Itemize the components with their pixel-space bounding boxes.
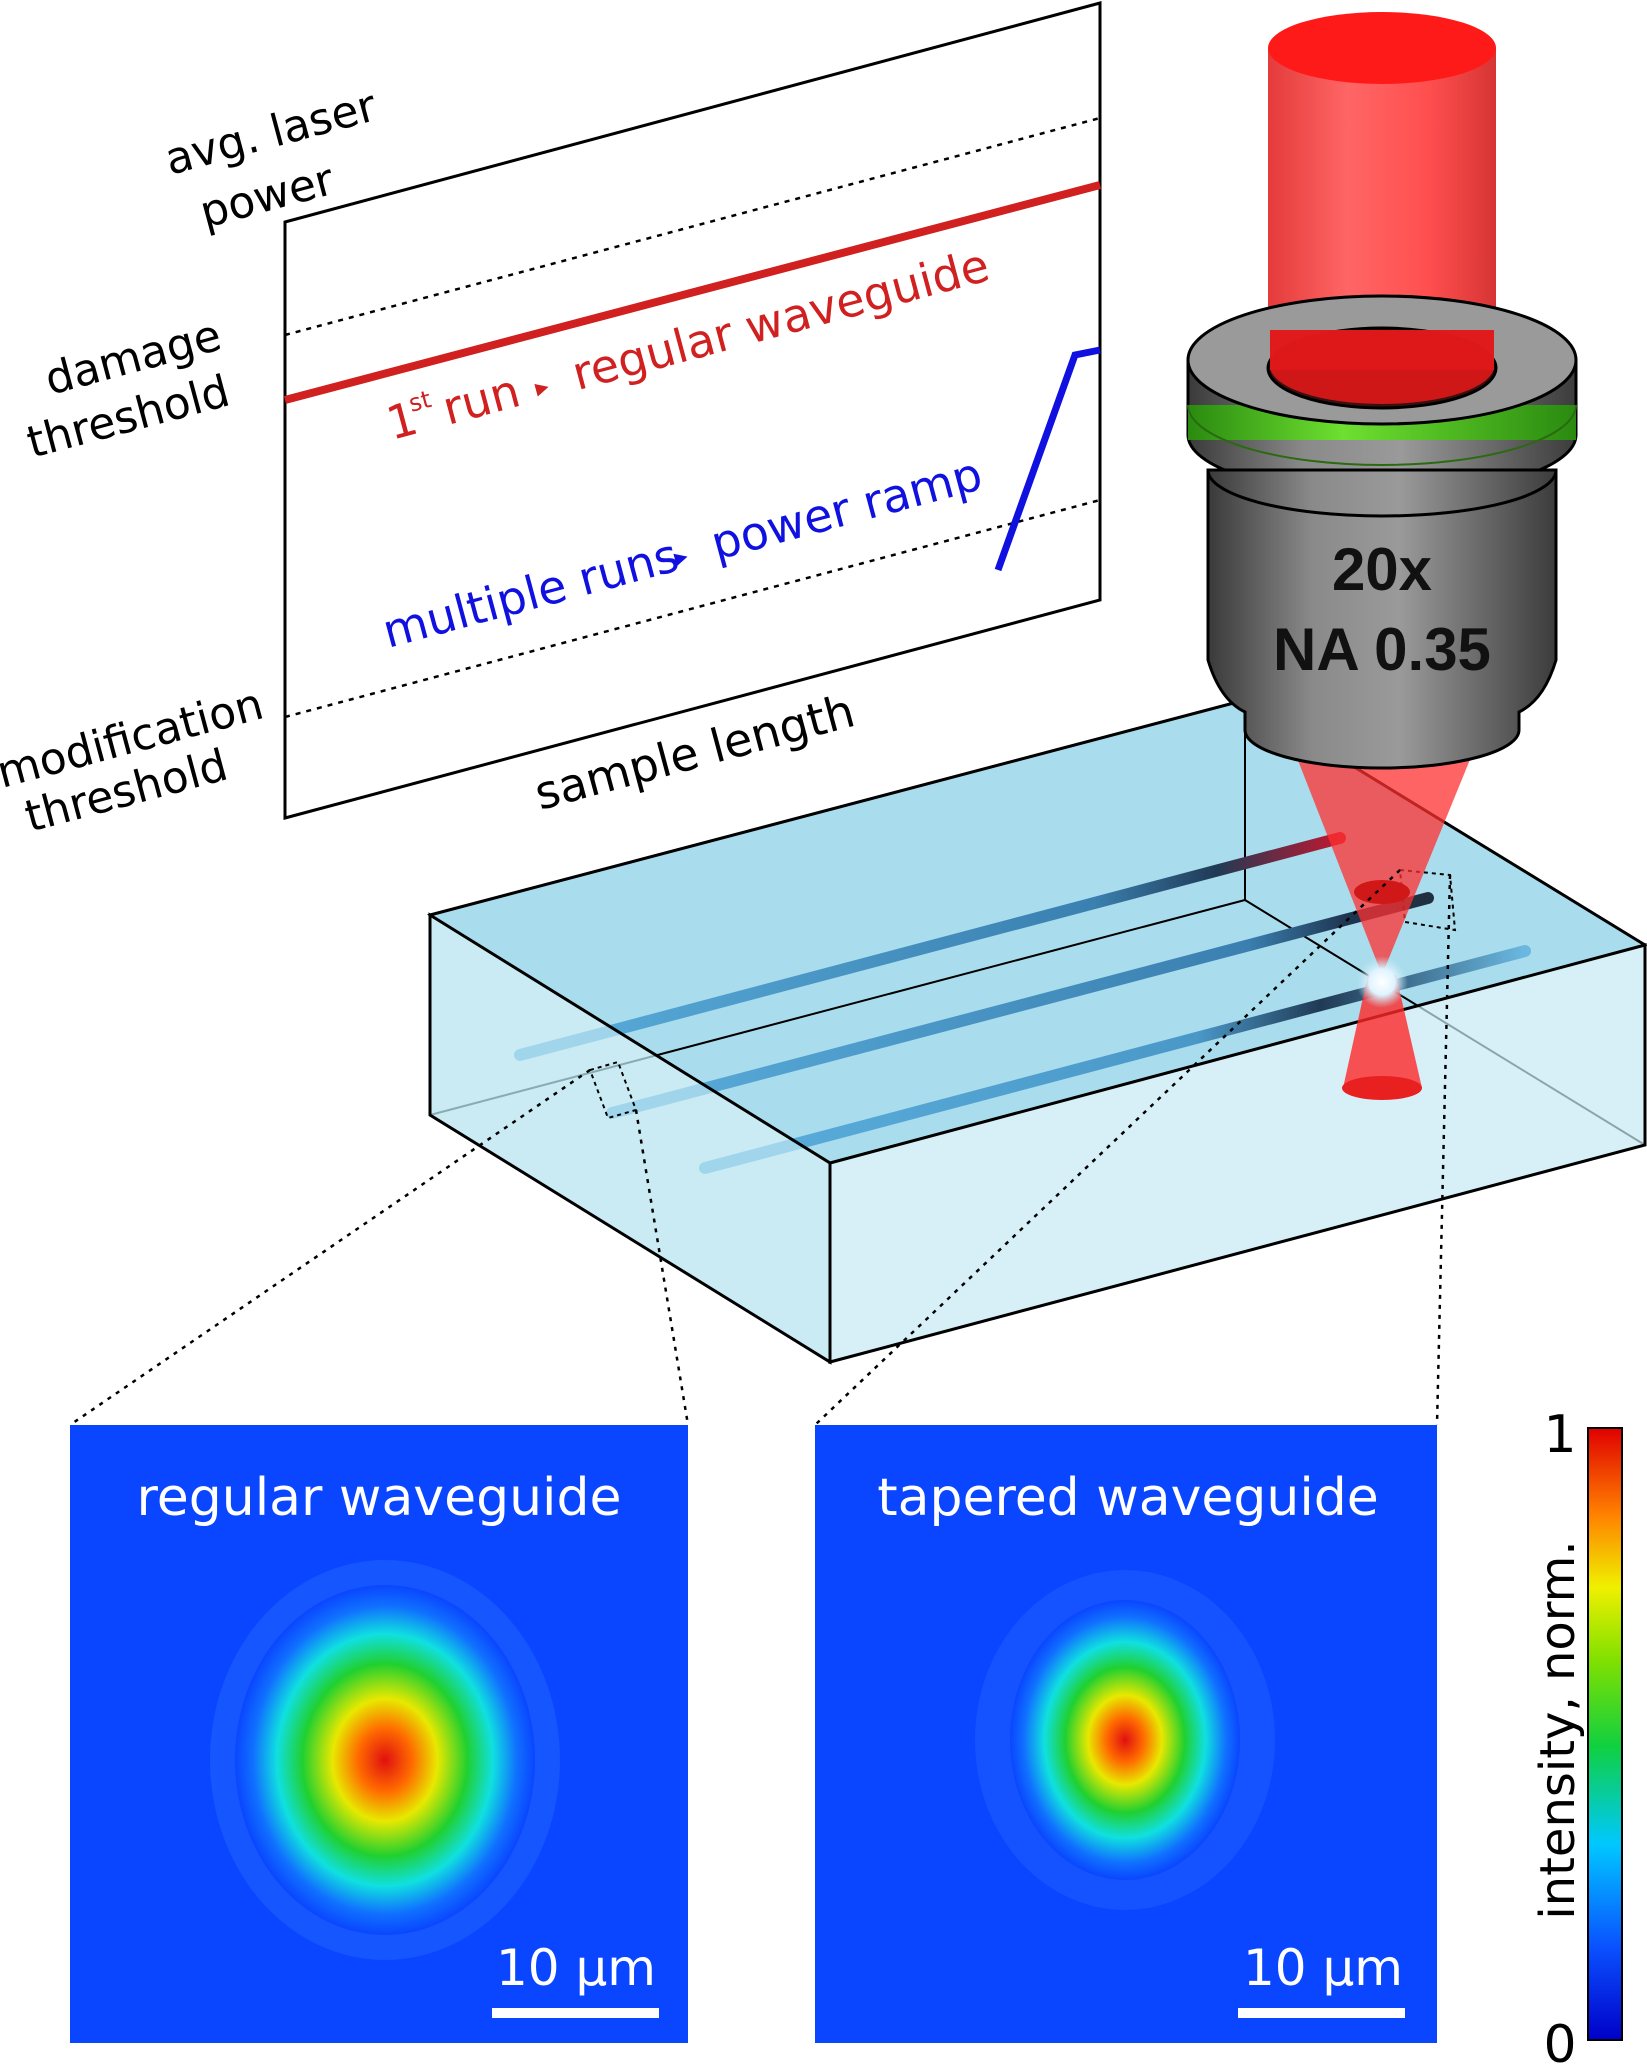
microscope-objective: 20x NA 0.35 — [1186, 294, 1578, 770]
damage-threshold-line — [284, 116, 1101, 337]
mode-image-regular-title: regular waveguide — [137, 1468, 622, 1528]
modification-threshold-line — [284, 498, 1101, 719]
colorbar: 1 0 intensity, norm. — [1530, 1405, 1623, 2068]
mode-image-tapered-title: tapered waveguide — [877, 1468, 1379, 1528]
objective-na: NA 0.35 — [1273, 616, 1491, 683]
scale-bar-label-left: 10 µm — [496, 1939, 656, 1997]
scale-bar-label-right: 10 µm — [1243, 1939, 1403, 1997]
scale-bar-left — [492, 2008, 659, 2018]
power-ramp-line — [994, 346, 1101, 572]
zoom-lines — [69, 869, 1452, 1427]
waveguide-2 — [606, 892, 1434, 1119]
mode-image-tapered: tapered waveguide 10 µm — [815, 1425, 1437, 2043]
waveguide-1 — [514, 832, 1346, 1061]
colorbar-max-label: 1 — [1543, 1405, 1576, 1465]
colorbar-axis-label: intensity, norm. — [1530, 1540, 1586, 1919]
power-graph: avg. laser power damage threshold modifi… — [0, 1, 1102, 843]
colorbar-min-label: 0 — [1543, 2015, 1576, 2068]
objective-magnification: 20x — [1332, 536, 1432, 603]
regular-power-line — [283, 181, 1102, 404]
colorbar-gradient — [1587, 1427, 1623, 2041]
graph-frame — [283, 1, 1102, 820]
scale-bar-right — [1238, 2008, 1405, 2018]
mode-image-regular: regular waveguide 10 µm — [70, 1425, 688, 2043]
focus-spot — [1356, 956, 1408, 1008]
